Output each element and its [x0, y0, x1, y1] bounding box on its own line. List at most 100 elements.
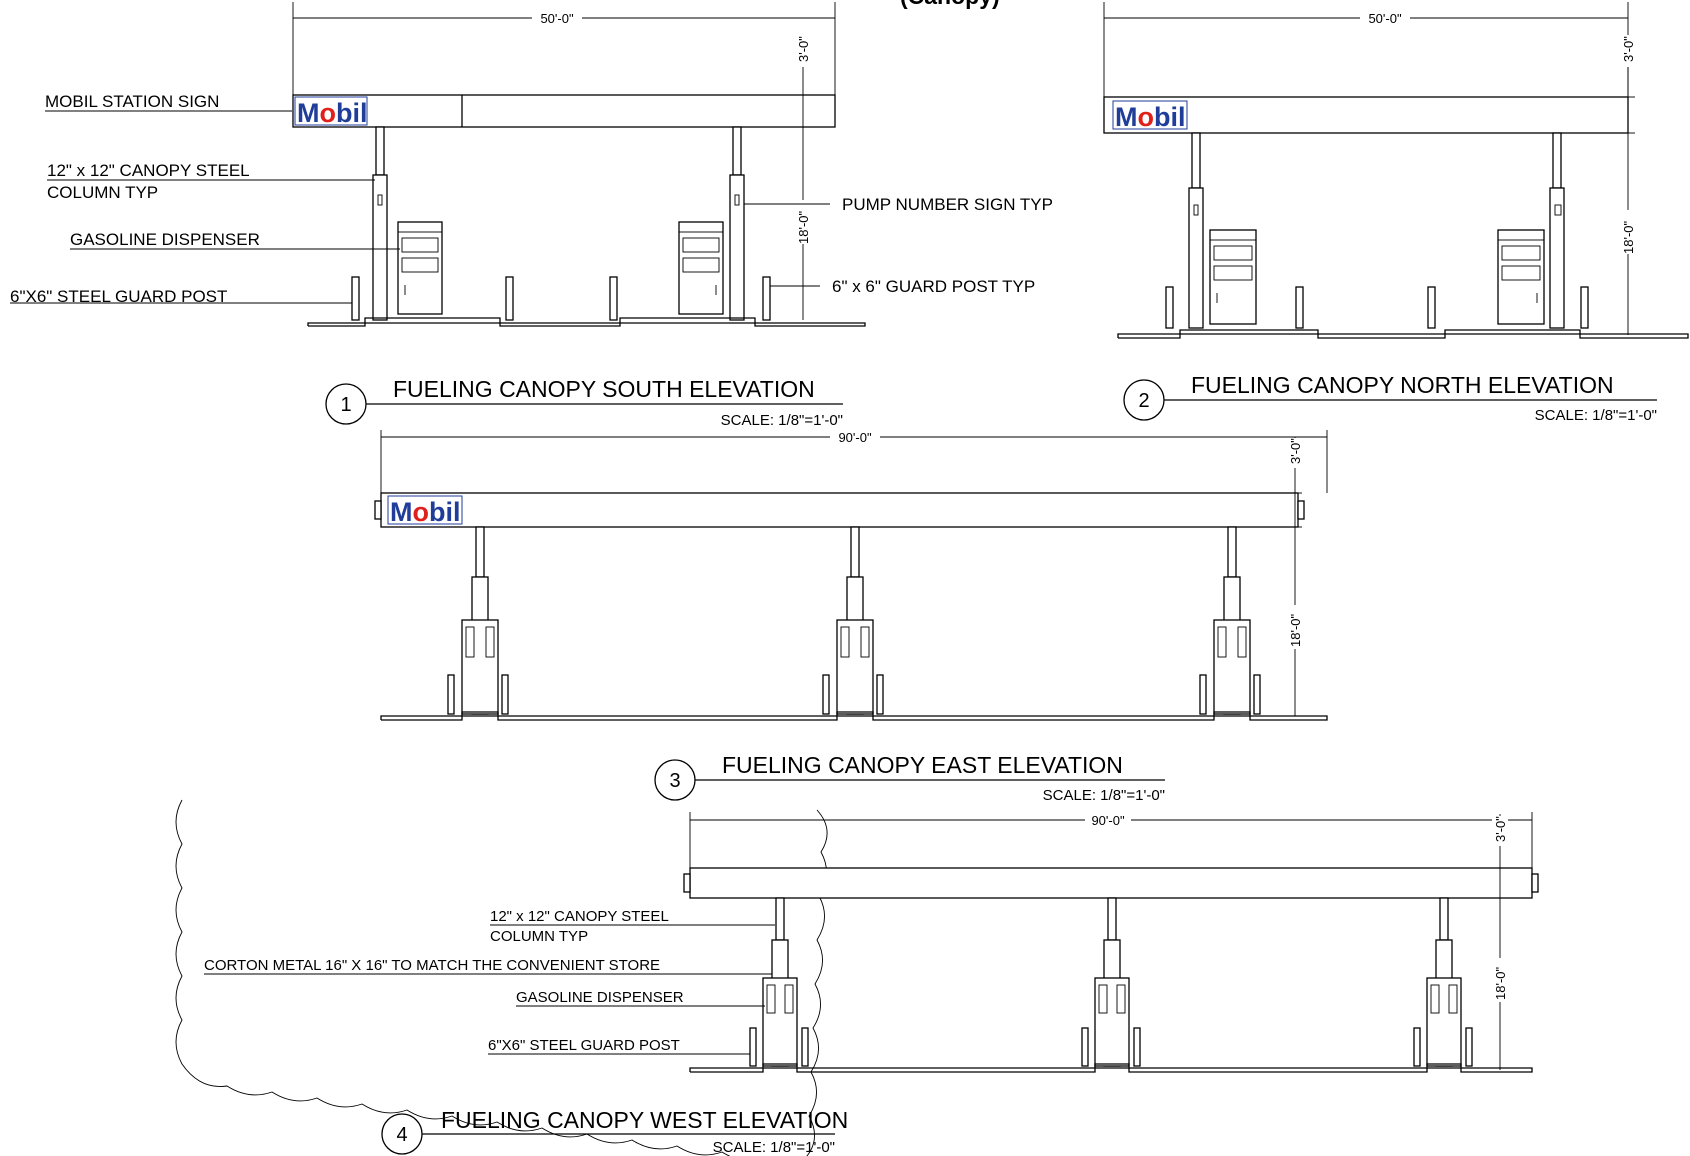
guard-post — [1295, 286, 1304, 329]
fascia-end-cap — [683, 873, 691, 893]
canopy-fascia — [380, 492, 1299, 528]
pump-number-sign — [1554, 204, 1562, 216]
fascia-end-cap — [1297, 500, 1305, 520]
column — [1552, 132, 1562, 189]
mobil-logo: Mobil — [294, 96, 368, 128]
callout-guard-post: 6"X6" STEEL GUARD POST — [488, 1037, 680, 1054]
column-dispenser-assembly — [749, 897, 809, 1067]
gasoline-dispenser — [1209, 229, 1257, 325]
dimension-mask — [1620, 35, 1636, 67]
callout-pump-number-sign: PUMP NUMBER SIGN TYP — [842, 195, 1053, 214]
mobil-logo: Mobil — [387, 495, 463, 527]
fascia-dimension: 3'-0" — [1621, 36, 1636, 62]
callout-corton-metal: CORTON METAL 16" X 16" TO MATCH THE CONV… — [204, 957, 660, 974]
guard-post — [1580, 286, 1589, 329]
guard-post — [351, 276, 360, 321]
column-dispenser-assembly — [1413, 897, 1473, 1067]
ground-line — [689, 1063, 1533, 1073]
width-dimension: 50'-0" — [1368, 11, 1402, 26]
pump-number-sign — [377, 194, 383, 206]
view-scale: SCALE: 1/8"=1'-0" — [713, 1139, 835, 1156]
column-dispenser-assembly — [1199, 526, 1261, 715]
dimension-mask — [795, 35, 811, 67]
guard-post — [1165, 286, 1174, 329]
dimension-mask — [830, 430, 880, 446]
callout-mobil-station-sign: MOBIL STATION SIGN — [45, 92, 219, 111]
view-number: 3 — [669, 770, 680, 792]
height-dimension: 18'-0" — [796, 210, 811, 244]
column — [1191, 132, 1201, 189]
column — [1188, 187, 1204, 329]
view-title: FUELING CANOPY NORTH ELEVATION — [1191, 372, 1614, 398]
ground-line — [307, 317, 866, 327]
svg-text:Mobil: Mobil — [390, 497, 461, 527]
callout-guard-post: 6"X6" STEEL GUARD POST — [10, 287, 227, 306]
callout-column-line1: 12" x 12" CANOPY STEEL — [47, 161, 250, 180]
column — [372, 174, 388, 321]
dimension-mask — [1287, 438, 1303, 468]
column — [1549, 187, 1565, 329]
callout-column-line1: 12" x 12" CANOPY STEEL — [490, 908, 669, 925]
width-dimension: 90'-0" — [1091, 813, 1125, 828]
svg-text:Mobil: Mobil — [297, 98, 368, 128]
view-scale: SCALE: 1/8"=1'-0" — [721, 412, 843, 429]
fascia-end-cap — [374, 500, 382, 520]
callout-gasoline-dispenser: GASOLINE DISPENSER — [70, 230, 260, 249]
height-dimension: 18'-0" — [1493, 966, 1508, 1000]
column-dispenser-assembly — [1081, 897, 1141, 1067]
view-number: 1 — [340, 394, 351, 416]
fascia-end-cap — [1531, 873, 1539, 893]
dimension-mask — [532, 10, 582, 26]
guard-post — [762, 276, 771, 321]
height-dimension: 18'-0" — [1288, 613, 1303, 647]
callout-gasoline-dispenser: GASOLINE DISPENSER — [516, 989, 684, 1006]
guard-post — [609, 276, 618, 321]
guard-post — [1427, 286, 1436, 329]
east-elevation: 90'-0" Mobil 3'-0" 18'-0" — [374, 430, 1328, 804]
view-scale: SCALE: 1/8"=1'-0" — [1535, 407, 1657, 424]
gasoline-dispenser — [1497, 229, 1545, 325]
callout-column-line2: COLUMN TYP — [47, 183, 158, 202]
callout-column-line2: COLUMN TYP — [490, 928, 588, 945]
height-dimension: 18'-0" — [1621, 220, 1636, 254]
column — [732, 126, 742, 176]
column-dispenser-assembly — [447, 526, 509, 715]
view-number: 2 — [1138, 390, 1149, 412]
gasoline-dispenser — [678, 221, 724, 315]
width-dimension: 50'-0" — [540, 11, 574, 26]
dimension-mask — [1287, 605, 1303, 649]
dimension-mask — [1360, 10, 1410, 26]
canopy-fascia — [292, 94, 836, 128]
ground-line — [380, 711, 1328, 721]
pump-number-sign — [1193, 204, 1199, 216]
canopy-fascia — [689, 867, 1533, 899]
pump-number-sign — [734, 194, 740, 206]
dimension-mask — [795, 200, 811, 244]
svg-text:Mobil: Mobil — [1115, 102, 1186, 132]
view-title: FUELING CANOPY EAST ELEVATION — [722, 752, 1123, 778]
column-dispenser-assembly — [822, 526, 884, 715]
dimension-mask — [1085, 812, 1131, 828]
fascia-dimension: 3'-0" — [1288, 438, 1303, 464]
mobil-logo: Mobil — [1112, 100, 1188, 132]
west-elevation: 90'-0" 3'-0" 18'-0" — [175, 799, 1539, 1156]
fascia-dimension: 3'-0" — [1493, 816, 1508, 842]
dimension-mask — [1492, 958, 1508, 1002]
dimension-mask — [1492, 816, 1508, 846]
south-elevation: 50'-0" Mobil 3'-0" 18'-0" — [10, 2, 1053, 429]
dimension-mask — [1620, 210, 1636, 254]
revision-cloud — [175, 799, 828, 1156]
sheet-title-fragment: (Canopy) — [900, 0, 1000, 9]
north-elevation: 50'-0" Mobil 3'-0" 18'-0" — [1103, 2, 1689, 424]
view-title: FUELING CANOPY WEST ELEVATION — [441, 1107, 848, 1133]
column — [729, 174, 745, 321]
fascia-dimension: 3'-0" — [796, 36, 811, 62]
canopy-fascia — [1103, 96, 1629, 134]
guard-post — [505, 276, 514, 321]
view-title: FUELING CANOPY SOUTH ELEVATION — [393, 376, 815, 402]
ground-line — [1117, 329, 1689, 339]
width-dimension: 90'-0" — [838, 430, 872, 445]
view-scale: SCALE: 1/8"=1'-0" — [1043, 787, 1165, 804]
column — [375, 126, 385, 176]
